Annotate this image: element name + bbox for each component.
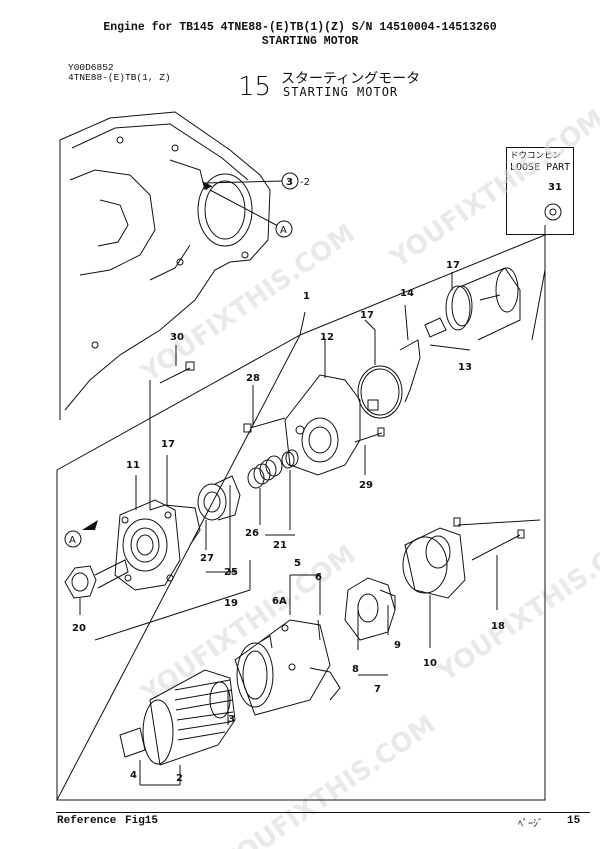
bolt-28 — [243, 385, 286, 433]
label-31: 31 — [548, 182, 562, 193]
yoke-5 — [234, 574, 341, 716]
label-6A: 6A — [272, 596, 287, 607]
label-9: 9 — [394, 640, 401, 651]
figure-title-en: STARTING MOTOR — [283, 85, 399, 99]
label-14: 14 — [400, 288, 414, 299]
label-10: 10 — [423, 658, 437, 669]
label-2: 2 — [176, 773, 183, 784]
label-8: 8 — [352, 664, 359, 675]
label-29: 29 — [359, 480, 373, 491]
gear-housing-12 — [284, 340, 361, 476]
pinion-shaft-20 — [64, 559, 251, 641]
part-number-labels: 31 1 17 14 17 12 13 30 28 17 11 29 26 21… — [72, 182, 562, 784]
loose-part-label-jp: ドウコンヒン — [510, 151, 562, 161]
label-17-left: 17 — [161, 439, 175, 450]
header-subtitle: STARTING MOTOR — [261, 35, 359, 48]
label-17-top: 17 — [446, 260, 460, 271]
label-20: 20 — [72, 623, 86, 634]
watermark-5: YOUFIXTHIS.COM — [216, 710, 442, 849]
label-4: 4 — [130, 770, 137, 781]
model-code: 4TNE88-(E)TB(1, Z) — [68, 72, 171, 83]
spring-26 — [247, 455, 283, 525]
label-6: 6 — [315, 572, 322, 583]
label-1: 1 — [303, 291, 310, 302]
clutch-27 — [197, 475, 241, 575]
bolt-29 — [354, 427, 385, 475]
callout-A-top-label: A — [280, 225, 287, 236]
watermark-3: YOUFIXTHIS.COM — [136, 540, 362, 711]
callout-3-2-leader — [204, 180, 283, 227]
watermark-2: YOUFIXTHIS.COM — [384, 104, 600, 275]
label-17-mid: 17 — [360, 310, 374, 321]
header-title: Engine for TB145 4TNE88-(E)TB(1)(Z) S/N … — [103, 21, 497, 34]
footer-page-label: ﾍﾟｰｼﾞ — [518, 819, 543, 830]
label-12: 12 — [320, 332, 334, 343]
drawing-code: Y00D6852 — [68, 62, 114, 73]
label-21: 21 — [273, 540, 287, 551]
lever-14 — [399, 304, 421, 403]
callout-3-2-suffix: -2 — [300, 177, 310, 188]
through-bolt-18 — [453, 517, 541, 610]
callout-3-2: 3 -2 — [281, 172, 310, 190]
bolt-30 — [149, 345, 195, 510]
loose-part-label-en: LOOSE PART — [510, 162, 571, 173]
label-7: 7 — [374, 684, 381, 695]
callout-3-2-number: 3 — [286, 177, 293, 188]
label-26: 26 — [245, 528, 259, 539]
footer-page-number: 15 — [567, 815, 581, 827]
label-11: 11 — [126, 460, 140, 471]
loose-part-bolt-31 — [531, 203, 562, 341]
footer-fig: Fig15 — [125, 815, 159, 827]
label-19: 19 — [224, 598, 238, 609]
callout-A-left: A — [64, 520, 98, 548]
callout-A-top: A — [202, 181, 293, 238]
engine-housing — [59, 111, 271, 420]
stop-collar-21 — [265, 449, 299, 536]
callout-A-left-label: A — [69, 535, 76, 546]
footer-divider — [56, 812, 590, 813]
loose-part-box — [506, 147, 574, 235]
label-5: 5 — [294, 558, 301, 569]
label-18: 18 — [491, 621, 505, 632]
figure-title-jp: スターティングモータ — [281, 71, 421, 87]
rear-cover-10 — [402, 527, 466, 648]
brush-holder-7 — [344, 577, 396, 676]
assembly-1-bracket — [56, 234, 546, 801]
label-27: 27 — [200, 553, 214, 564]
label-30: 30 — [170, 332, 184, 343]
footer-reference: Reference — [57, 815, 117, 827]
armature-2 — [119, 669, 236, 786]
label-13: 13 — [458, 362, 472, 373]
watermark-4: YOUFIXTHIS.COM — [432, 518, 600, 689]
figure-number: 15 — [238, 72, 272, 102]
ring-17 — [357, 319, 403, 419]
label-3: 3 — [228, 714, 235, 725]
label-25: 25 — [224, 567, 238, 578]
label-28: 28 — [246, 373, 260, 384]
solenoid-13 — [424, 267, 521, 351]
